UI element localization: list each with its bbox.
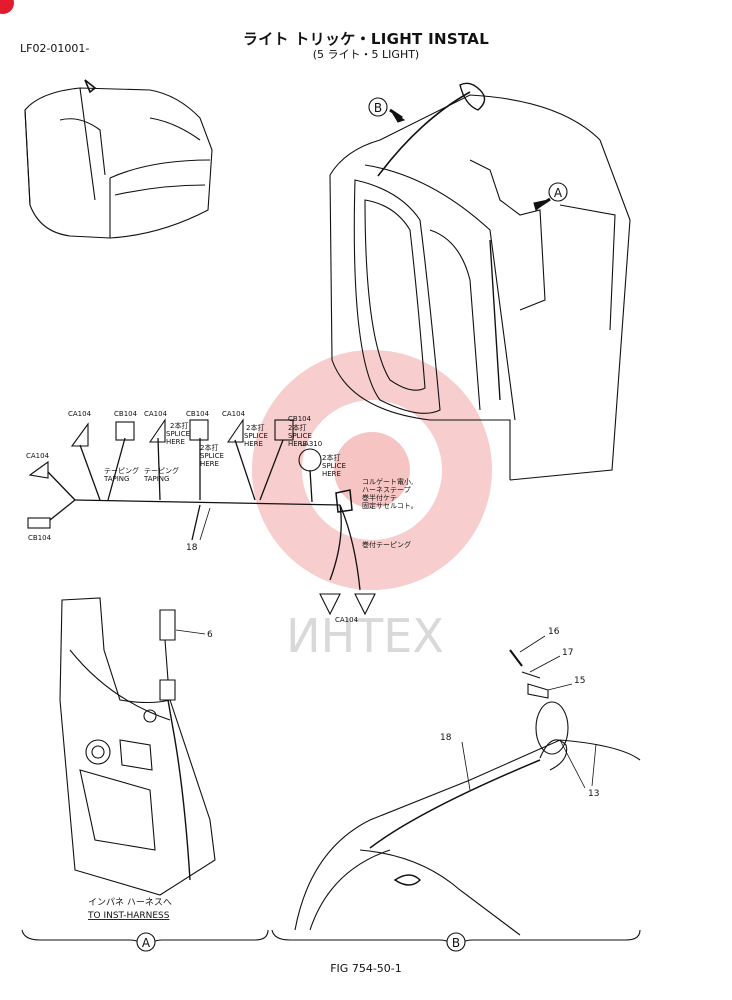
note-corrugate-2: ハーネステープ [362, 486, 411, 494]
part-16: 16 [548, 627, 560, 637]
figure-caption: FIG 754-50-1 [330, 962, 402, 975]
splice-4-line-2: SPLICE [288, 432, 312, 440]
corner-marker [0, 0, 14, 14]
watermark-text: ИНТЕХ [286, 609, 444, 663]
harness-wires [47, 437, 361, 591]
part-6: 6 [207, 630, 213, 640]
leader-lines [175, 507, 597, 791]
taping-2-en: TAPING [143, 475, 169, 483]
view-a-callout [136, 932, 156, 952]
note-corrugate-4: 固定サセルコト。 [362, 501, 418, 510]
splice-4-line-1: 2本打 [288, 423, 306, 432]
view-b-label: B [452, 936, 460, 950]
splice-5-line-3: HERE [322, 470, 341, 478]
part-13: 13 [588, 789, 599, 799]
cab-thumbnail [24, 79, 213, 239]
connector-ca104-left: CA104 [26, 452, 50, 460]
arrow-a-label: A [554, 186, 563, 200]
view-a-note-jp: インパネ ハーネスへ [88, 897, 172, 908]
splice-3-line-3: HERE [244, 440, 263, 448]
page-title: ライト トリッケ・LIGHT INSTAL [242, 30, 490, 48]
connector-cb104-1: CB104 [114, 410, 138, 418]
taping-2-jp: テーピング [144, 466, 179, 475]
part-18: 18 [440, 733, 452, 743]
cab-main [329, 82, 631, 481]
splice-2-line-2: SPLICE [200, 452, 224, 460]
arrow-a [533, 197, 551, 211]
splice-5-line-2: SPLICE [322, 462, 346, 470]
watermark-gear-center [334, 432, 410, 508]
arrow-b-label: B [374, 101, 382, 115]
splice-3-line-2: SPLICE [244, 432, 268, 440]
connector-ca104-2: CA104 [144, 410, 168, 418]
harness-connectors [27, 418, 376, 616]
harness-part-18: 18 [186, 543, 198, 553]
doc-code: LF02-01001- [20, 42, 90, 55]
page-subtitle: (5 ライト・5 LIGHT) [312, 48, 420, 61]
taping-1-en: TAPING [103, 475, 129, 483]
arrow-b-callout [368, 97, 388, 117]
view-b-cab [294, 649, 641, 936]
view-b-callout [446, 932, 466, 952]
splice-5-line-1: 2本打 [322, 453, 340, 462]
view-a-label: A [142, 936, 151, 950]
taping-1-jp: テーピング [104, 466, 139, 475]
arrow-a-callout [548, 182, 568, 202]
splice-2-line-1: 2本打 [200, 443, 218, 452]
view-a-panel [59, 597, 216, 896]
connector-ca104-3: CA104 [222, 410, 246, 418]
splice-2-line-3: HERE [200, 460, 219, 468]
connector-cb104-3: CB104 [288, 415, 312, 423]
connector-ca104-1: CA104 [68, 410, 92, 418]
view-braces [21, 929, 641, 949]
connector-la310: LA310 [300, 440, 322, 448]
connector-ca104-bottom: CA104 [335, 616, 359, 624]
view-a-note-en: TO INST-HARNESS [87, 911, 170, 921]
splice-4-line-3: HERE [288, 440, 307, 448]
note-corrugate-1: コルゲート電小, [362, 477, 413, 486]
part-17: 17 [562, 648, 573, 658]
note-taping-2: 巻付テーピング [362, 540, 411, 549]
connector-cb104-2: CB104 [186, 410, 210, 418]
arrow-b [389, 108, 406, 123]
part-15: 15 [574, 676, 585, 686]
connector-cb104-bottom: CB104 [28, 534, 52, 542]
note-corrugate-3: 巻半付ケテ [362, 493, 397, 502]
splice-3-line-1: 2本打 [246, 423, 264, 432]
splice-1-line-3: HERE [166, 438, 185, 446]
splice-1-line-1: 2本打 [170, 421, 188, 430]
splice-1-line-2: SPLICE [166, 430, 190, 438]
